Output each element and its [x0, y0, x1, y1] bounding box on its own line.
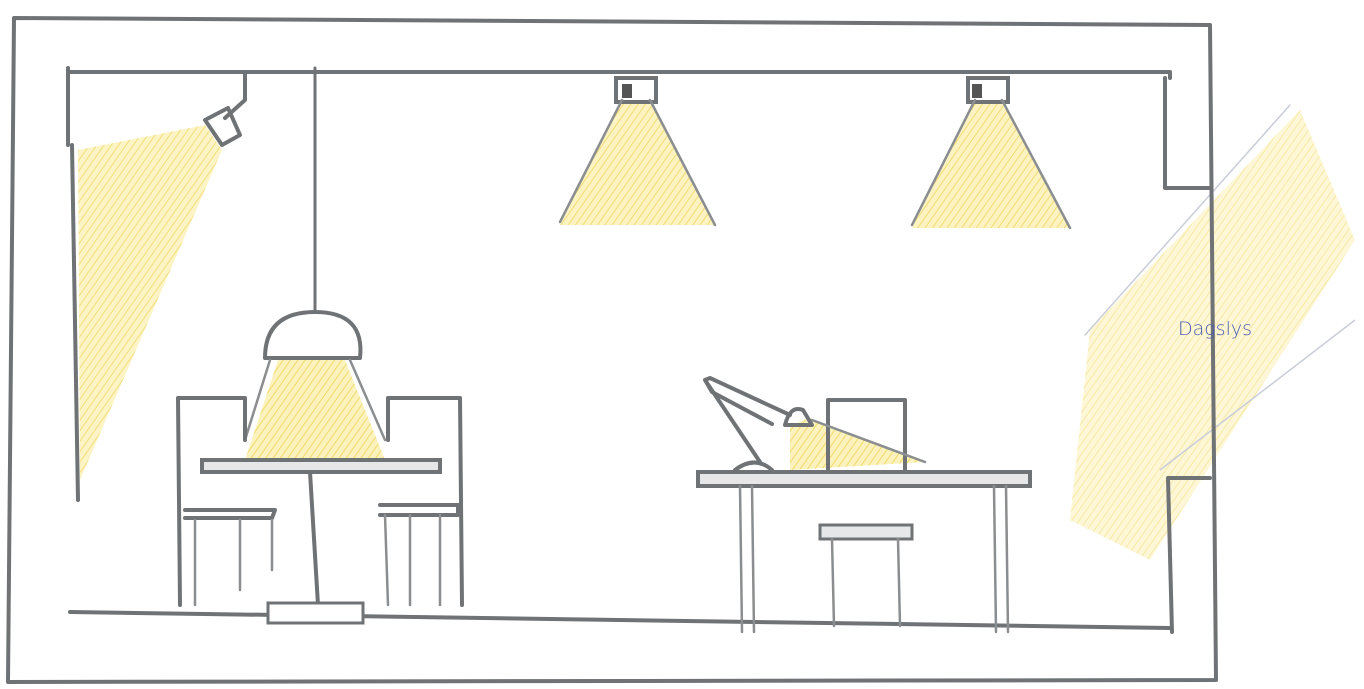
- downlight-1-beam: [560, 100, 715, 225]
- floor-line: [70, 612, 1170, 628]
- left-inner-wall: [68, 68, 78, 500]
- daylight-label: Dagslys: [1178, 318, 1252, 340]
- desk-set: [698, 378, 1030, 632]
- right-wall-upper: [1165, 78, 1210, 188]
- wall-washer-beam: [78, 125, 222, 480]
- downlight-2-beam: [912, 100, 1070, 228]
